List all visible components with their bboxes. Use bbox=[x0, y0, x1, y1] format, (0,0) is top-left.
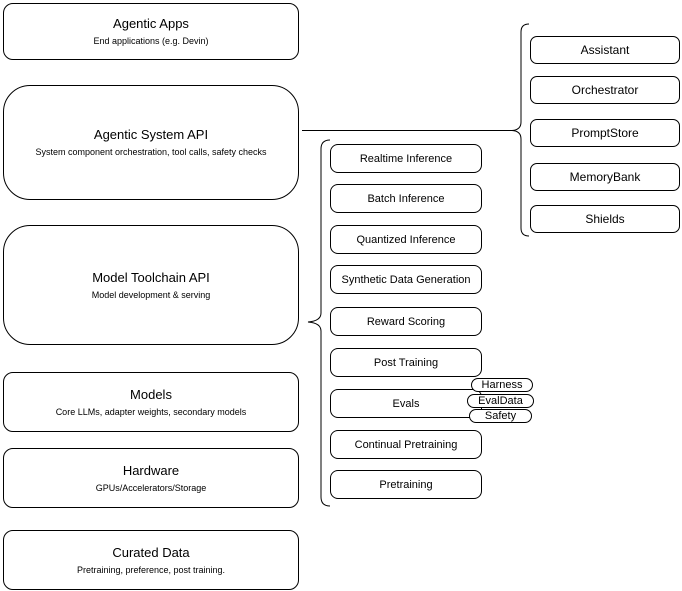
node-agentic-apps: Agentic Apps End applications (e.g. Devi… bbox=[3, 3, 299, 60]
curly-brace-system-components bbox=[511, 23, 530, 237]
node-memorybank: MemoryBank bbox=[530, 163, 680, 191]
node-pretraining: Pretraining bbox=[330, 470, 482, 499]
node-model-toolchain-api: Model Toolchain API Model development & … bbox=[3, 225, 299, 345]
node-subtitle: Pretraining, preference, post training. bbox=[76, 564, 226, 575]
node-quantized-inference: Quantized Inference bbox=[330, 225, 482, 254]
node-realtime-inference: Realtime Inference bbox=[330, 144, 482, 173]
node-assistant: Assistant bbox=[530, 36, 680, 64]
pill-harness: Harness bbox=[471, 378, 533, 392]
node-subtitle: System component orchestration, tool cal… bbox=[35, 147, 267, 157]
node-subtitle: GPUs/Accelerators/Storage bbox=[95, 482, 207, 493]
node-reward-scoring: Reward Scoring bbox=[330, 307, 482, 336]
node-title: Model Toolchain API bbox=[92, 269, 210, 285]
node-orchestrator: Orchestrator bbox=[530, 76, 680, 104]
node-evals: Evals bbox=[330, 389, 482, 418]
node-title: Agentic Apps bbox=[113, 16, 189, 31]
node-title: Hardware bbox=[122, 462, 180, 478]
node-synthetic-data-generation: Synthetic Data Generation bbox=[330, 265, 482, 294]
node-curated-data: Curated Data Pretraining, preference, po… bbox=[3, 530, 299, 590]
node-promptstore: PromptStore bbox=[530, 119, 680, 147]
node-shields: Shields bbox=[530, 205, 680, 233]
pill-safety: Safety bbox=[469, 409, 532, 423]
node-subtitle: Core LLMs, adapter weights, secondary mo… bbox=[55, 406, 247, 417]
curly-brace-toolchain bbox=[307, 139, 331, 507]
node-agentic-system-api: Agentic System API System component orch… bbox=[3, 85, 299, 200]
node-batch-inference: Batch Inference bbox=[330, 184, 482, 213]
pill-evaldata: EvalData bbox=[467, 394, 534, 408]
node-title: Models bbox=[130, 386, 172, 402]
node-subtitle: End applications (e.g. Devin) bbox=[93, 36, 209, 46]
node-hardware: Hardware GPUs/Accelerators/Storage bbox=[3, 448, 299, 508]
node-title: Curated Data bbox=[112, 544, 190, 560]
node-subtitle: Model development & serving bbox=[91, 289, 211, 300]
node-continual-pretraining: Continual Pretraining bbox=[330, 430, 482, 459]
node-title: Agentic System API bbox=[93, 127, 209, 142]
node-post-training: Post Training bbox=[330, 348, 482, 377]
node-models: Models Core LLMs, adapter weights, secon… bbox=[3, 372, 299, 432]
